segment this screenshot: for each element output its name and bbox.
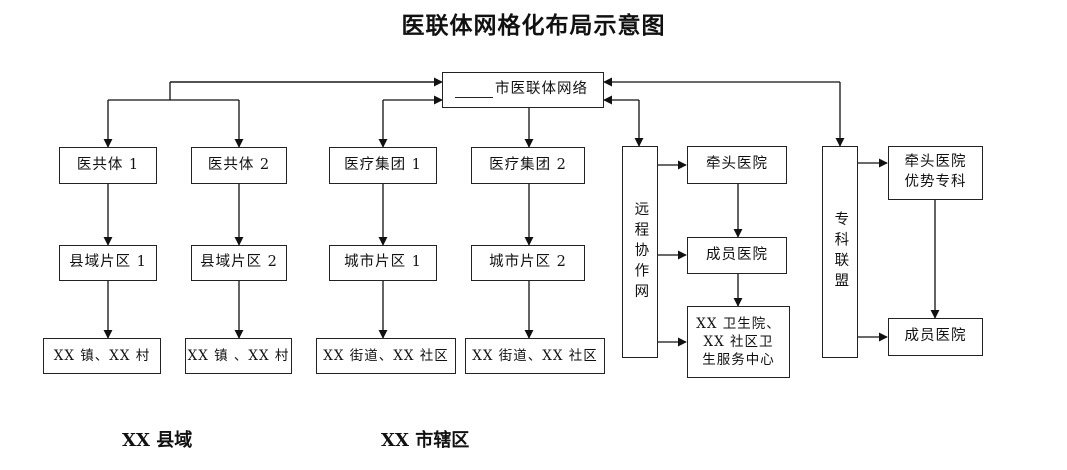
node-label: 县域片区 2 <box>200 254 278 271</box>
diagram-title: 医联体网格化布局示意图 <box>401 12 666 39</box>
remote-network-node: 远程协作网 <box>622 146 658 358</box>
city-district-1-node: 城市片区 1 <box>329 245 437 281</box>
city-alliance-network-node: 市医联体网络 <box>442 72 604 108</box>
node-label: 城市片区 1 <box>344 254 422 271</box>
remote-lead-hospital-node: 牵头医院 <box>687 146 787 184</box>
city-caption: XX 市辖区 <box>381 430 470 451</box>
node-label: 医疗集团 2 <box>489 156 567 173</box>
node-label: 专科联盟 <box>832 211 849 293</box>
node-label-line: 牵头医院 <box>904 154 967 171</box>
node-label: 牵头医院 <box>706 156 768 173</box>
specialty-lead-node: 牵头医院 优势专科 <box>888 146 983 200</box>
specialty-member-hospital-node: 成员医院 <box>888 318 983 356</box>
city-grassroots-2-node: XX 街道、XX 社区 <box>465 338 605 374</box>
node-label: 成员医院 <box>706 246 768 263</box>
node-label-line: XX 卫生院、 <box>696 315 781 332</box>
county-grassroots-2-node: XX 镇 、XX 村 <box>185 338 292 374</box>
node-label: XX 镇 、XX 村 <box>187 347 290 364</box>
remote-grassroots-node: XX 卫生院、 XX 社区卫 生服务中心 <box>687 306 790 378</box>
medical-group-2-node: 医疗集团 2 <box>471 147 585 184</box>
node-label: 成员医院 <box>904 328 967 345</box>
county-grassroots-1-node: XX 镇、XX 村 <box>43 338 161 374</box>
node-label: 远程协作网 <box>632 200 649 304</box>
medical-group-1-node: 医疗集团 1 <box>329 147 437 184</box>
node-label: 县域片区 1 <box>69 254 147 271</box>
node-label: XX 镇、XX 村 <box>53 347 151 364</box>
blank-underline <box>455 83 493 98</box>
node-label: 城市片区 2 <box>489 254 567 271</box>
county-caption: XX 县域 <box>122 430 193 451</box>
specialty-alliance-node: 专科联盟 <box>822 146 858 358</box>
node-label: XX 街道、XX 社区 <box>472 347 598 364</box>
alliance-1-node: 医共体 1 <box>59 147 157 184</box>
top-node-label: 市医联体网络 <box>495 81 588 98</box>
node-label: XX 街道、XX 社区 <box>323 347 449 364</box>
node-label: 医疗集团 1 <box>344 156 422 173</box>
remote-member-hospital-node: 成员医院 <box>687 237 787 274</box>
county-district-1-node: 县域片区 1 <box>59 245 157 281</box>
node-label: 医共体 1 <box>76 156 140 173</box>
city-grassroots-1-node: XX 街道、XX 社区 <box>316 338 456 374</box>
node-label-line: XX 社区卫 <box>703 333 774 350</box>
node-label-line: 生服务中心 <box>702 352 775 369</box>
county-district-2-node: 县域片区 2 <box>191 245 287 281</box>
node-label-line: 优势专科 <box>904 174 967 190</box>
node-label: 医共体 2 <box>207 156 271 173</box>
city-district-2-node: 城市片区 2 <box>471 245 585 281</box>
alliance-2-node: 医共体 2 <box>191 147 287 184</box>
